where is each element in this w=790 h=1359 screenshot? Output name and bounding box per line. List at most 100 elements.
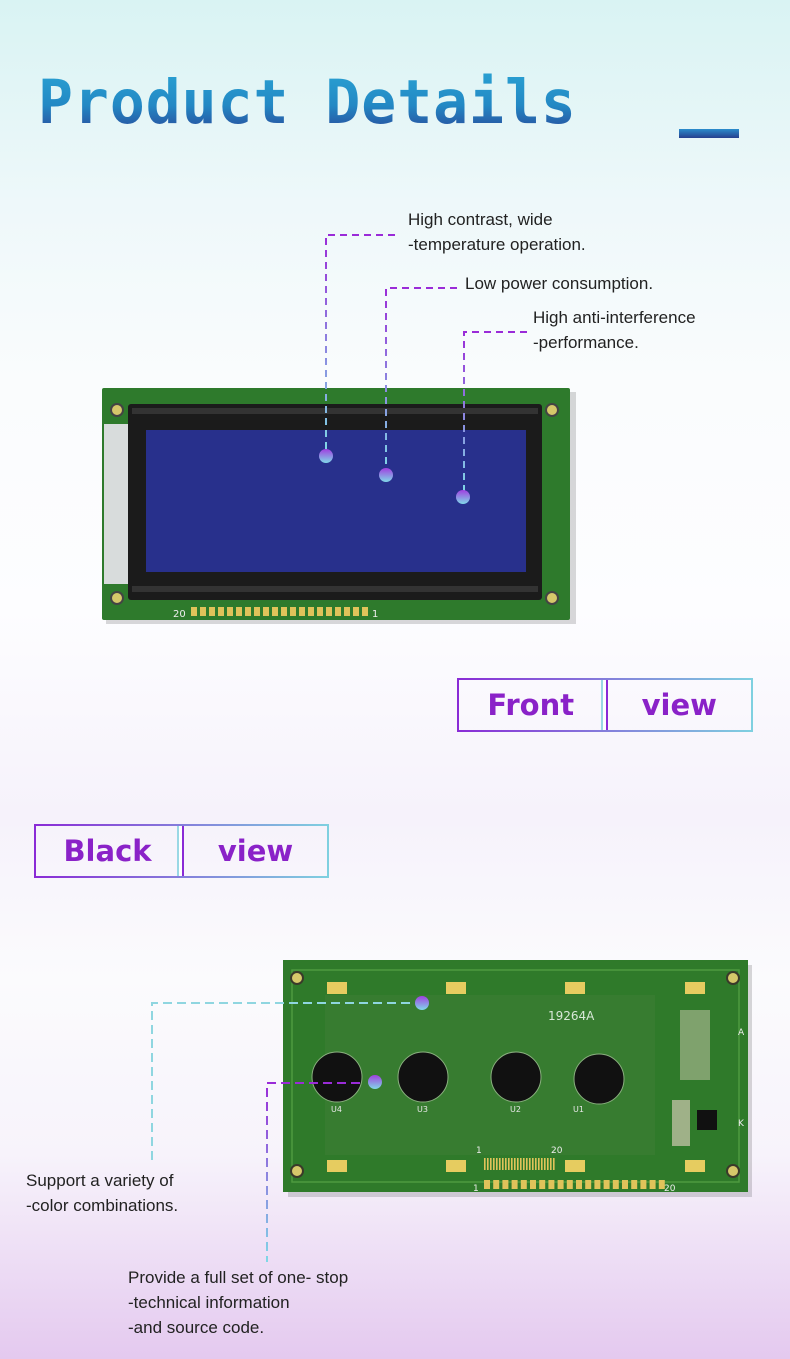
pin-label: 20	[664, 1184, 676, 1194]
label-anode: A	[738, 1028, 745, 1038]
pin	[353, 607, 359, 616]
pin	[550, 1158, 552, 1170]
pin	[511, 1158, 513, 1170]
pin	[299, 607, 305, 616]
chip-label: U3	[417, 1105, 428, 1114]
callout-dot	[319, 449, 333, 463]
pin	[544, 1158, 546, 1170]
front-view-tag: Front view	[457, 678, 753, 732]
pin	[362, 607, 368, 616]
pin	[658, 1180, 665, 1189]
pin	[493, 1158, 495, 1170]
pin	[526, 1158, 528, 1170]
chip-label: U1	[573, 1105, 584, 1114]
pin	[649, 1180, 656, 1189]
pin	[547, 1158, 549, 1170]
pin	[538, 1158, 540, 1170]
pin	[263, 607, 269, 616]
pin	[335, 607, 341, 616]
page-title: Product Details	[38, 66, 577, 138]
pin	[566, 1180, 573, 1189]
model-label: 19264A	[548, 1009, 595, 1023]
pin	[487, 1158, 489, 1170]
pin	[218, 607, 224, 616]
chip-label: U2	[510, 1105, 521, 1114]
pin	[532, 1158, 534, 1170]
feature-line: -temperature operation.	[408, 235, 586, 254]
pin	[254, 607, 260, 616]
pin	[548, 1180, 555, 1189]
pin	[612, 1180, 619, 1189]
pin	[511, 1180, 518, 1189]
feature-support: Provide a full set of one- stop -technic…	[128, 1265, 348, 1340]
back-pcb-module: U4 U3 U2 U1 19264A 1 20 1 20 A K	[283, 960, 752, 1197]
pin	[622, 1180, 628, 1189]
back-view-tag: Black view	[34, 824, 329, 878]
pin	[553, 1158, 555, 1170]
front-lcd-module: 20 1	[102, 388, 576, 624]
pin	[499, 1158, 501, 1170]
pin	[290, 607, 296, 616]
feature-interference: High anti-interference -performance.	[533, 305, 696, 355]
callout-dot	[456, 490, 470, 504]
feature-line: -color combinations.	[26, 1196, 179, 1215]
pin	[502, 1158, 504, 1170]
pin-label-20: 20	[173, 609, 186, 620]
pin	[496, 1158, 498, 1170]
callout-dot	[379, 468, 393, 482]
pin	[640, 1180, 647, 1189]
pin	[576, 1180, 582, 1189]
pin	[514, 1158, 516, 1170]
pin	[493, 1180, 500, 1189]
pin	[529, 1158, 531, 1170]
pin	[344, 607, 350, 616]
tag-word: view	[605, 680, 752, 730]
pin	[557, 1180, 564, 1189]
front-callout-lines	[325, 234, 527, 491]
pin	[594, 1180, 601, 1189]
pin	[484, 1180, 490, 1189]
pin	[523, 1158, 525, 1170]
pin	[508, 1158, 510, 1170]
pin	[227, 607, 233, 616]
pin	[272, 607, 278, 616]
pin	[520, 1180, 527, 1189]
pin	[539, 1180, 546, 1189]
pin	[502, 1180, 509, 1189]
callout-dot	[368, 1075, 382, 1089]
feature-line: -technical information	[128, 1293, 290, 1312]
pin	[209, 607, 215, 616]
pin-label: 1	[473, 1184, 479, 1194]
tag-word: Front	[487, 688, 575, 722]
pin	[631, 1180, 638, 1189]
pin	[517, 1158, 519, 1170]
pin	[520, 1158, 522, 1170]
chip-label: U4	[331, 1105, 342, 1114]
title-accent-bar	[679, 129, 739, 138]
lcd-screen	[146, 430, 526, 572]
feature-line: High contrast, wide	[408, 210, 553, 229]
back-callout-lines	[151, 1002, 410, 1262]
feature-line: -and source code.	[128, 1318, 265, 1337]
label-cathode: K	[738, 1119, 745, 1129]
feature-line: Support a variety of	[26, 1171, 174, 1190]
pin-label: 1	[476, 1146, 482, 1156]
callout-dot	[415, 996, 429, 1010]
tag-word: Black	[63, 834, 152, 868]
feature-line: -performance.	[533, 333, 639, 352]
feature-line: High anti-interference	[533, 308, 696, 327]
pin	[535, 1158, 537, 1170]
pin	[245, 607, 251, 616]
pin	[308, 607, 314, 616]
pin-label: 20	[551, 1146, 563, 1156]
pin	[191, 607, 197, 616]
feature-line: Provide a full set of one- stop	[128, 1268, 349, 1287]
pin	[541, 1158, 543, 1170]
pin	[603, 1180, 610, 1189]
feature-colors: Support a variety of -color combinations…	[26, 1168, 178, 1218]
pin-label-1: 1	[372, 609, 378, 620]
tag-word: view	[182, 826, 327, 876]
pin	[281, 607, 287, 616]
pin	[200, 607, 206, 616]
